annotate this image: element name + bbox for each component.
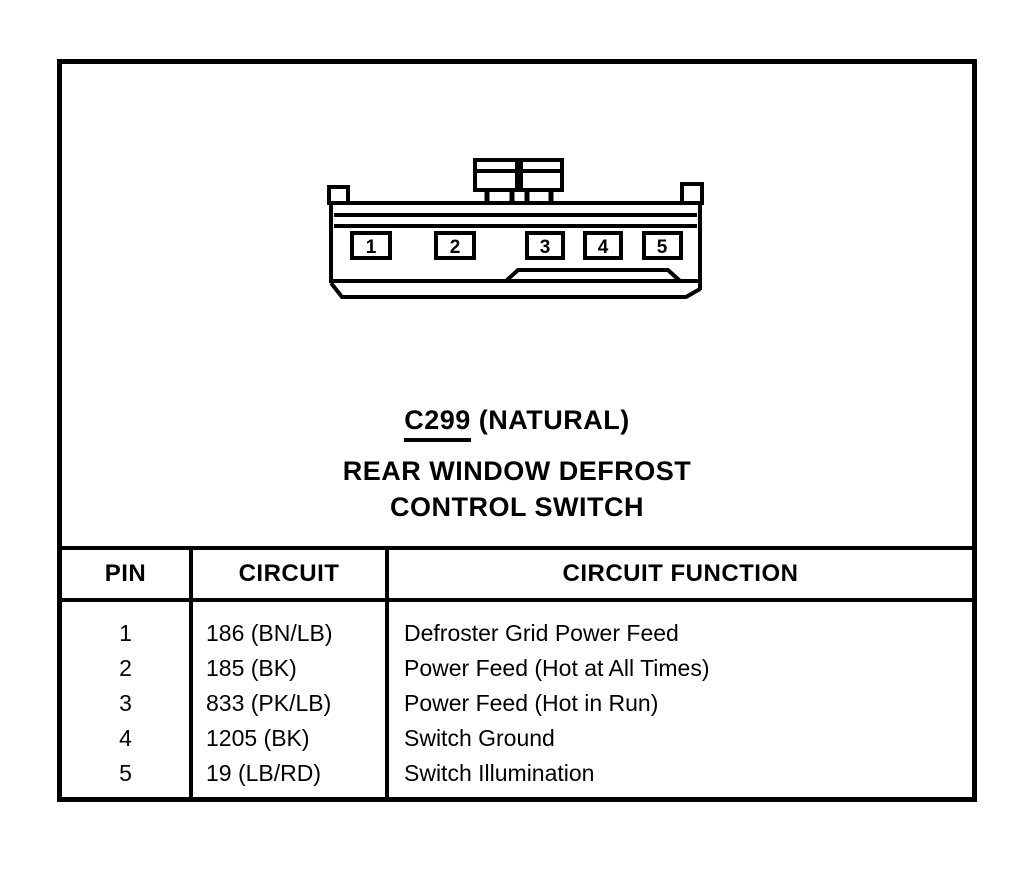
connector-corner-step-left <box>327 185 350 205</box>
connector-lock-tab-right <box>519 158 564 204</box>
pin-number-label: 4 <box>598 237 609 258</box>
connector-id: C299 <box>404 405 471 442</box>
pin-column: 1 2 3 4 5 <box>62 602 193 797</box>
connector-lock-tab-left <box>473 158 519 204</box>
circuit-cell: 185 (BK) <box>206 655 297 681</box>
connector-diagram: 1 2 3 4 5 <box>327 158 704 299</box>
pin-cell: 5 <box>119 760 132 786</box>
circuit-function-cell: Power Feed (Hot in Run) <box>404 690 659 716</box>
pin-cell: 2 <box>119 655 132 681</box>
pin-cell: 3 <box>119 690 132 716</box>
pinout-table-header: PIN CIRCUIT CIRCUIT FUNCTION <box>62 550 972 602</box>
circuit-function-cell: Switch Ground <box>404 725 555 751</box>
connector-bottom-edge <box>329 281 701 299</box>
connector-corner-step-right <box>680 182 704 205</box>
circuit-function-cell: Defroster Grid Power Feed <box>404 620 679 646</box>
pin-column-header: PIN <box>62 550 193 598</box>
pin-cavity-4 <box>583 231 623 260</box>
pin-number-label: 1 <box>366 237 377 258</box>
pinout-table-body: 1 2 3 4 5 186 (BN/LB) 185 (BK) 833 (PK/L… <box>62 602 972 797</box>
pin-cell: 4 <box>119 725 132 751</box>
diagram-frame: 1 2 3 4 5 C299 (NATURAL) REAR WINDOW DEF… <box>57 59 977 802</box>
pin-number-label: 2 <box>450 237 461 258</box>
pin-cavity-2 <box>434 231 476 260</box>
circuit-column-header: CIRCUIT <box>193 550 389 598</box>
circuit-cell: 1205 (BK) <box>206 725 310 751</box>
pin-cavity-5 <box>642 231 683 260</box>
connector-id-line: C299 (NATURAL) <box>62 405 972 442</box>
circuit-function-cell: Switch Illumination <box>404 760 595 786</box>
circuit-column: 186 (BN/LB) 185 (BK) 833 (PK/LB) 1205 (B… <box>193 602 389 797</box>
connector-name-line-1: REAR WINDOW DEFROST <box>342 456 692 486</box>
circuit-cell: 833 (PK/LB) <box>206 690 332 716</box>
pin-number-label: 3 <box>540 237 551 258</box>
pin-cell: 1 <box>119 620 132 646</box>
circuit-cell: 186 (BN/LB) <box>206 620 333 646</box>
pinout-table: PIN CIRCUIT CIRCUIT FUNCTION 1 2 3 4 5 1… <box>62 546 972 797</box>
pin-cavity-3 <box>525 231 565 260</box>
circuit-function-column: Defroster Grid Power Feed Power Feed (Ho… <box>389 602 972 797</box>
circuit-cell: 19 (LB/RD) <box>206 760 322 786</box>
pin-number-label: 5 <box>657 237 668 258</box>
connector-name-line-2: CONTROL SWITCH <box>390 492 644 522</box>
connector-bottom-wedge <box>504 268 682 283</box>
pin-cavity-1 <box>350 231 392 260</box>
circuit-function-column-header: CIRCUIT FUNCTION <box>562 560 799 587</box>
connector-body-outline <box>327 158 704 299</box>
circuit-function-cell: Power Feed (Hot at All Times) <box>404 655 710 681</box>
connector-color-label: (NATURAL) <box>478 405 630 435</box>
